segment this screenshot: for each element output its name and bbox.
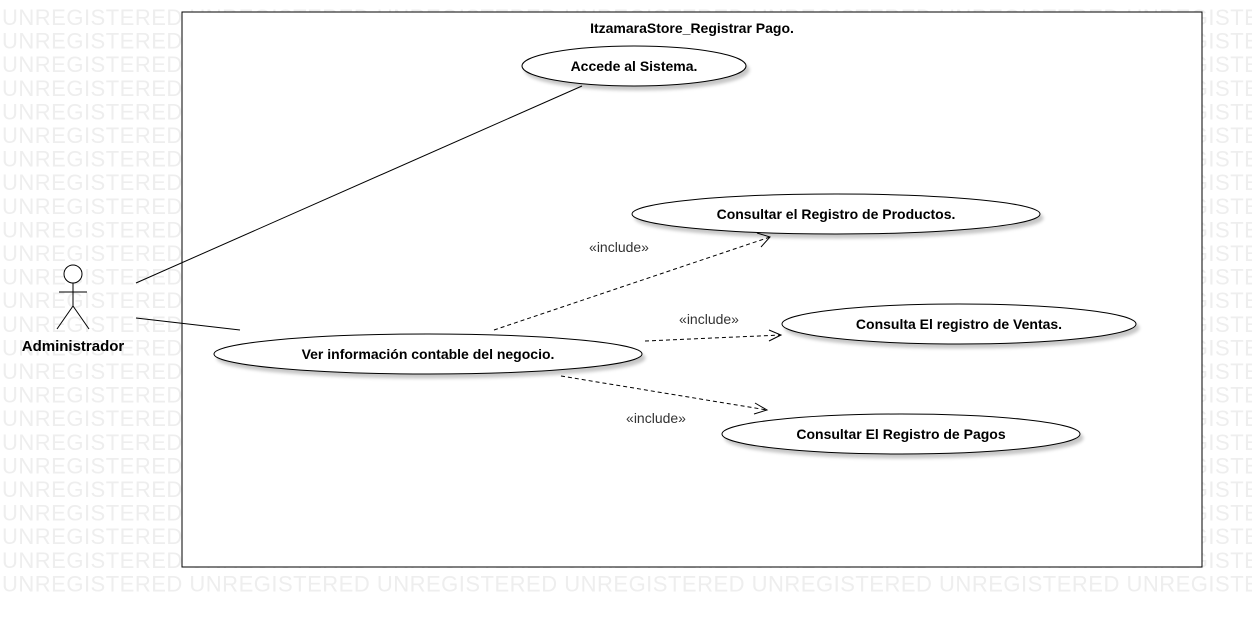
watermark-row: UNREGISTERED UNREGISTERED UNREGISTERED U… xyxy=(2,571,1252,596)
use-case-label: Consulta El registro de Ventas. xyxy=(856,316,1062,332)
include-relation-products[interactable] xyxy=(493,232,771,331)
use-case-label: Accede al Sistema. xyxy=(571,58,698,74)
include-label-sales: «include» xyxy=(679,311,739,327)
use-case-accounting[interactable]: Ver información contable del negocio. xyxy=(213,333,643,375)
use-case-label: Consultar el Registro de Productos. xyxy=(717,206,956,222)
use-case-access[interactable]: Accede al Sistema. xyxy=(521,45,747,87)
actor-icon xyxy=(56,264,90,330)
use-case-payments[interactable]: Consultar El Registro de Pagos xyxy=(721,413,1081,455)
include-relation-sales[interactable] xyxy=(644,329,783,342)
actor-administrador[interactable]: Administrador xyxy=(22,264,125,355)
include-label-payments: «include» xyxy=(626,410,686,426)
use-case-sales[interactable]: Consulta El registro de Ventas. xyxy=(781,303,1137,345)
use-case-label: Ver información contable del negocio. xyxy=(302,346,555,362)
include-relation-payments[interactable] xyxy=(560,375,769,415)
association-line-accounting[interactable] xyxy=(135,317,241,331)
include-label-products: «include» xyxy=(589,239,649,255)
actor-name: Administrador xyxy=(22,338,125,355)
system-title: ItzamaraStore_Registrar Pago. xyxy=(590,20,794,36)
system-boundary[interactable] xyxy=(181,11,1203,568)
use-case-label: Consultar El Registro de Pagos xyxy=(796,426,1005,442)
use-case-products[interactable]: Consultar el Registro de Productos. xyxy=(631,193,1041,235)
association-line-access[interactable] xyxy=(135,85,583,284)
